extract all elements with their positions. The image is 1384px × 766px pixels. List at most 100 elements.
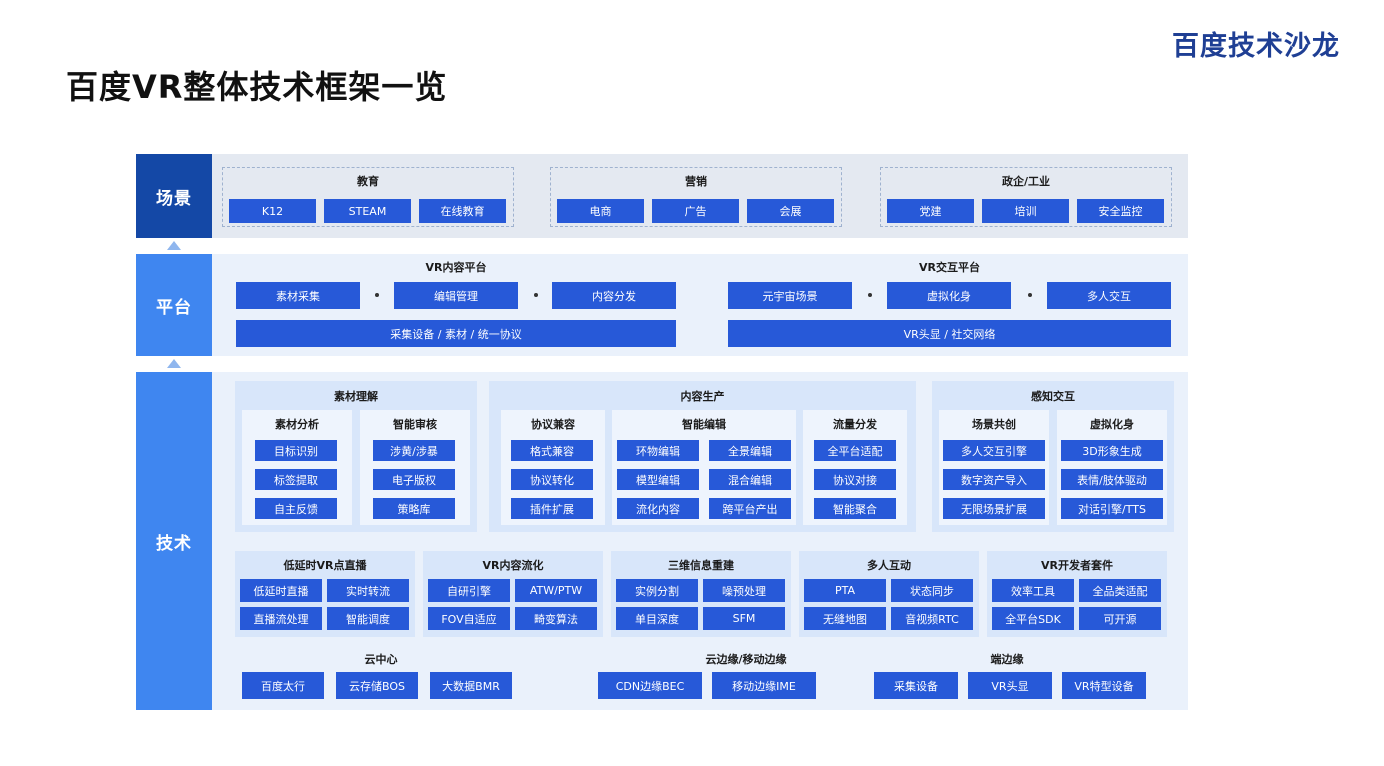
tech-item[interactable]: 策略库 [373,498,455,519]
tech-item[interactable]: 实例分割 [616,579,698,602]
platform-group-interaction: VR交互平台 元宇宙场景 虚拟化身 多人交互 VR头显 / 社交网络 [728,254,1171,356]
scene-item-safety-monitoring[interactable]: 安全监控 [1077,199,1164,223]
infra-item[interactable]: VR头显 [968,672,1052,699]
layer-label-tech: 技术 [136,372,212,710]
infra-item[interactable]: 大数据BMR [430,672,512,699]
platform-group-title: VR内容平台 [425,261,487,274]
tech-item[interactable]: 全平台SDK [992,607,1074,630]
tech-item[interactable]: 状态同步 [891,579,973,602]
scene-group-education: 教育 K12 STEAM 在线教育 [222,167,514,227]
sub-panel-title: 智能编辑 [682,418,726,431]
platform-bar-headset-social[interactable]: VR头显 / 社交网络 [728,320,1171,347]
tech-item[interactable]: 可开源 [1079,607,1161,630]
panel-title: 感知交互 [1031,390,1075,403]
tech-item[interactable]: 混合编辑 [709,469,791,490]
scene-item-ads[interactable]: 广告 [652,199,739,223]
panel-title: 素材理解 [334,390,378,403]
tech-item[interactable]: 对话引擎/TTS [1061,498,1163,519]
infra-item[interactable]: 云存储BOS [336,672,418,699]
tech-item[interactable]: ATW/PTW [515,579,597,602]
platform-group-title: VR交互平台 [919,261,980,274]
tech-item[interactable]: 标签提取 [255,469,337,490]
tech-item[interactable]: 实时转流 [327,579,409,602]
tech-item[interactable]: 直播流处理 [240,607,322,630]
tech-panel-3d-reconstruction: 三维信息重建 实例分割 噪预处理 单目深度 SFM [611,551,791,637]
tech-item[interactable]: 无限场景扩展 [943,498,1045,519]
scene-item-training[interactable]: 培训 [982,199,1069,223]
tech-item[interactable]: 自研引擎 [428,579,510,602]
tech-item[interactable]: 效率工具 [992,579,1074,602]
tech-item[interactable]: 表情/肢体驱动 [1061,469,1163,490]
tech-item[interactable]: 噪预处理 [703,579,785,602]
infra-item[interactable]: VR特型设备 [1062,672,1146,699]
tech-item[interactable]: 智能调度 [327,607,409,630]
tech-panel-perception-interaction: 感知交互 场景共创 多人交互引擎 数字资产导入 无限场景扩展 虚拟化身 3D形象… [932,381,1174,532]
sub-panel-title: 流量分发 [833,418,877,431]
platform-item-avatar[interactable]: 虚拟化身 [887,282,1011,309]
arrow-up-icon [167,241,181,250]
tech-item[interactable]: 单目深度 [616,607,698,630]
infra-item[interactable]: 采集设备 [874,672,958,699]
scene-item-steam[interactable]: STEAM [324,199,411,223]
tech-item[interactable]: 音视频RTC [891,607,973,630]
tech-item[interactable]: 自主反馈 [255,498,337,519]
tech-item[interactable]: 数字资产导入 [943,469,1045,490]
tech-item[interactable]: 3D形象生成 [1061,440,1163,461]
scene-group-title: 政企/工业 [1001,175,1051,188]
tech-item[interactable]: 全景编辑 [709,440,791,461]
platform-bar-protocol[interactable]: 采集设备 / 素材 / 统一协议 [236,320,676,347]
sub-panel-virtual-avatar: 虚拟化身 3D形象生成 表情/肢体驱动 对话引擎/TTS [1057,410,1167,525]
architecture-diagram: 场景 教育 K12 STEAM 在线教育 营销 电商 广告 会展 政企/工业 党… [136,154,1188,710]
tech-item[interactable]: 协议对接 [814,469,896,490]
brand-logo: 百度技术沙龙 [1172,31,1340,62]
tech-item[interactable]: 涉黄/涉暴 [373,440,455,461]
sub-panel-title: 虚拟化身 [1090,418,1134,431]
platform-item-material-collection[interactable]: 素材采集 [236,282,360,309]
sub-panel-title: 智能审核 [393,418,437,431]
tech-item[interactable]: 全平台适配 [814,440,896,461]
platform-item-multi-interaction[interactable]: 多人交互 [1047,282,1171,309]
panel-title: 三维信息重建 [668,559,734,572]
tech-item[interactable]: 全品类适配 [1079,579,1161,602]
tech-item[interactable]: 电子版权 [373,469,455,490]
tech-item[interactable]: 插件扩展 [511,498,593,519]
sub-panel-title: 场景共创 [972,418,1016,431]
tech-item[interactable]: PTA [804,579,886,602]
panel-title: 多人互动 [867,559,911,572]
scene-item-online-education[interactable]: 在线教育 [419,199,506,223]
tech-item[interactable]: 环物编辑 [617,440,699,461]
tech-item[interactable]: 无缝地图 [804,607,886,630]
scene-item-exhibition[interactable]: 会展 [747,199,834,223]
scene-item-party-building[interactable]: 党建 [887,199,974,223]
page-title: 百度VR整体技术框架一览 [66,68,448,106]
panel-title: 内容生产 [680,390,725,403]
scene-item-k12[interactable]: K12 [229,199,316,223]
separator-dot-icon [868,293,872,297]
panel-title: VR内容流化 [482,559,544,572]
tech-item[interactable]: 跨平台产出 [709,498,791,519]
tech-item[interactable]: 畸变算法 [515,607,597,630]
tech-item[interactable]: SFM [703,607,785,630]
infra-item[interactable]: CDN边缘BEC [598,672,702,699]
tech-item[interactable]: 格式兼容 [511,440,593,461]
tech-item[interactable]: 智能聚合 [814,498,896,519]
scene-group-marketing: 营销 电商 广告 会展 [550,167,842,227]
platform-item-metaverse-scene[interactable]: 元宇宙场景 [728,282,852,309]
layer-label-platform: 平台 [136,254,212,356]
platform-item-edit-management[interactable]: 编辑管理 [394,282,518,309]
arrow-up-icon [167,359,181,368]
tech-item[interactable]: 模型编辑 [617,469,699,490]
infra-item[interactable]: 百度太行 [242,672,324,699]
platform-item-content-distribution[interactable]: 内容分发 [552,282,676,309]
tech-panel-vr-dev-kit: VR开发者套件 效率工具 全品类适配 全平台SDK 可开源 [987,551,1167,637]
tech-item[interactable]: 协议转化 [511,469,593,490]
tech-item[interactable]: 多人交互引擎 [943,440,1045,461]
infra-item[interactable]: 移动边缘IME [712,672,816,699]
sub-panel-smart-editing: 智能编辑 环物编辑 全景编辑 模型编辑 混合编辑 流化内容 跨平台产出 [612,410,796,525]
tech-item[interactable]: FOV自适应 [428,607,510,630]
tech-item[interactable]: 流化内容 [617,498,699,519]
tech-item[interactable]: 目标识别 [255,440,337,461]
sub-panel-material-analysis: 素材分析 目标识别 标签提取 自主反馈 [242,410,352,525]
scene-item-ecommerce[interactable]: 电商 [557,199,644,223]
tech-item[interactable]: 低延时直播 [240,579,322,602]
